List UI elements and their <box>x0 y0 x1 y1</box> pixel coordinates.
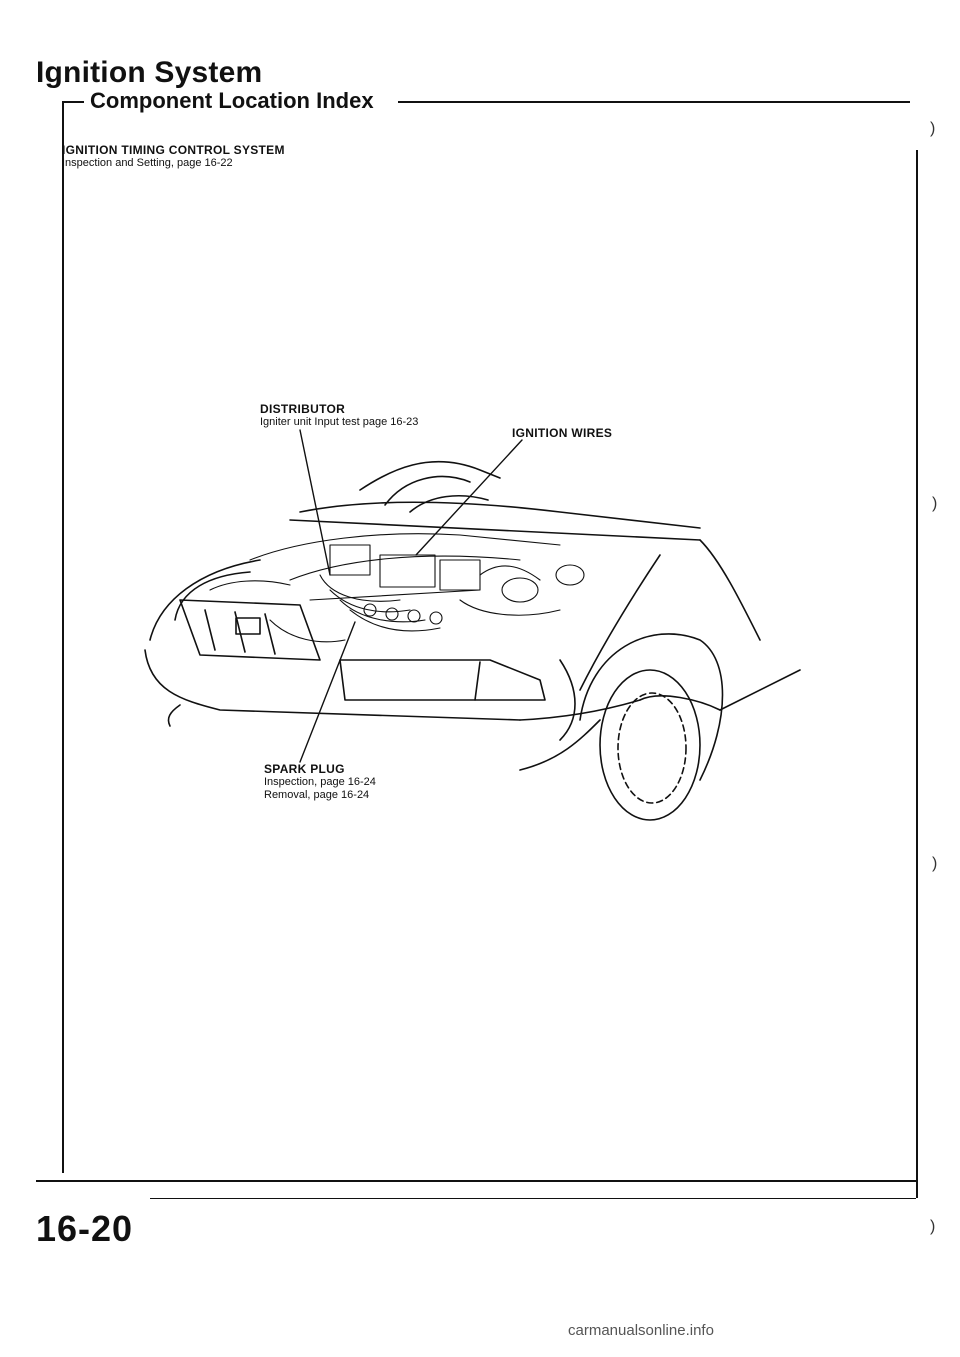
callout-spark-plug-line-2: Removal, page 16-24 <box>264 789 370 801</box>
grille <box>179 599 321 661</box>
frame-line-top-right <box>398 101 910 103</box>
callout-ignition-wires-heading: IGNITION WIRES <box>512 426 613 440</box>
page-title: Ignition System <box>36 56 263 89</box>
front-wheel <box>519 633 724 821</box>
car-body <box>144 539 801 741</box>
watermark: carmanualsonline.info <box>568 1322 714 1339</box>
frame-line-bottom-secondary <box>150 1198 916 1199</box>
callout-distributor-heading: DISTRIBUTOR <box>260 402 346 416</box>
frame-line-right <box>916 150 918 1198</box>
callout-ignition-timing-heading: IGNITION TIMING CONTROL SYSTEM <box>62 143 285 157</box>
callout-spark-plug-line-1: Inspection, page 16-24 <box>264 776 376 788</box>
callout-spark-plug-heading: SPARK PLUG <box>264 762 345 776</box>
edge-mark: ) <box>932 495 938 512</box>
callout-ignition-timing-line-1: Inspection and Setting, page 16-22 <box>62 157 233 169</box>
headlight <box>339 659 546 701</box>
callout-distributor-line-1: Igniter unit Input test page 16-23 <box>260 416 419 428</box>
frame-line-bottom <box>36 1180 916 1182</box>
leader-lines <box>299 429 523 763</box>
callout-ignition-wires: IGNITION WIRES <box>512 426 612 440</box>
callout-distributor: DISTRIBUTOR Igniter unit Input test page… <box>260 402 418 429</box>
edge-mark: ) <box>930 120 936 137</box>
section-title: Component Location Index <box>90 88 374 113</box>
hood <box>289 461 701 541</box>
page-number: 16-20 <box>36 1208 134 1249</box>
engine-bay <box>209 533 585 643</box>
callout-spark-plug: SPARK PLUG Inspection, page 16-24 Remova… <box>264 762 376 802</box>
frame-line-left <box>62 101 64 1173</box>
edge-mark: ) <box>930 1218 936 1235</box>
frame-line-top-left <box>62 101 84 103</box>
callout-ignition-timing: IGNITION TIMING CONTROL SYSTEM Inspectio… <box>62 143 285 170</box>
edge-mark: ) <box>932 855 938 872</box>
